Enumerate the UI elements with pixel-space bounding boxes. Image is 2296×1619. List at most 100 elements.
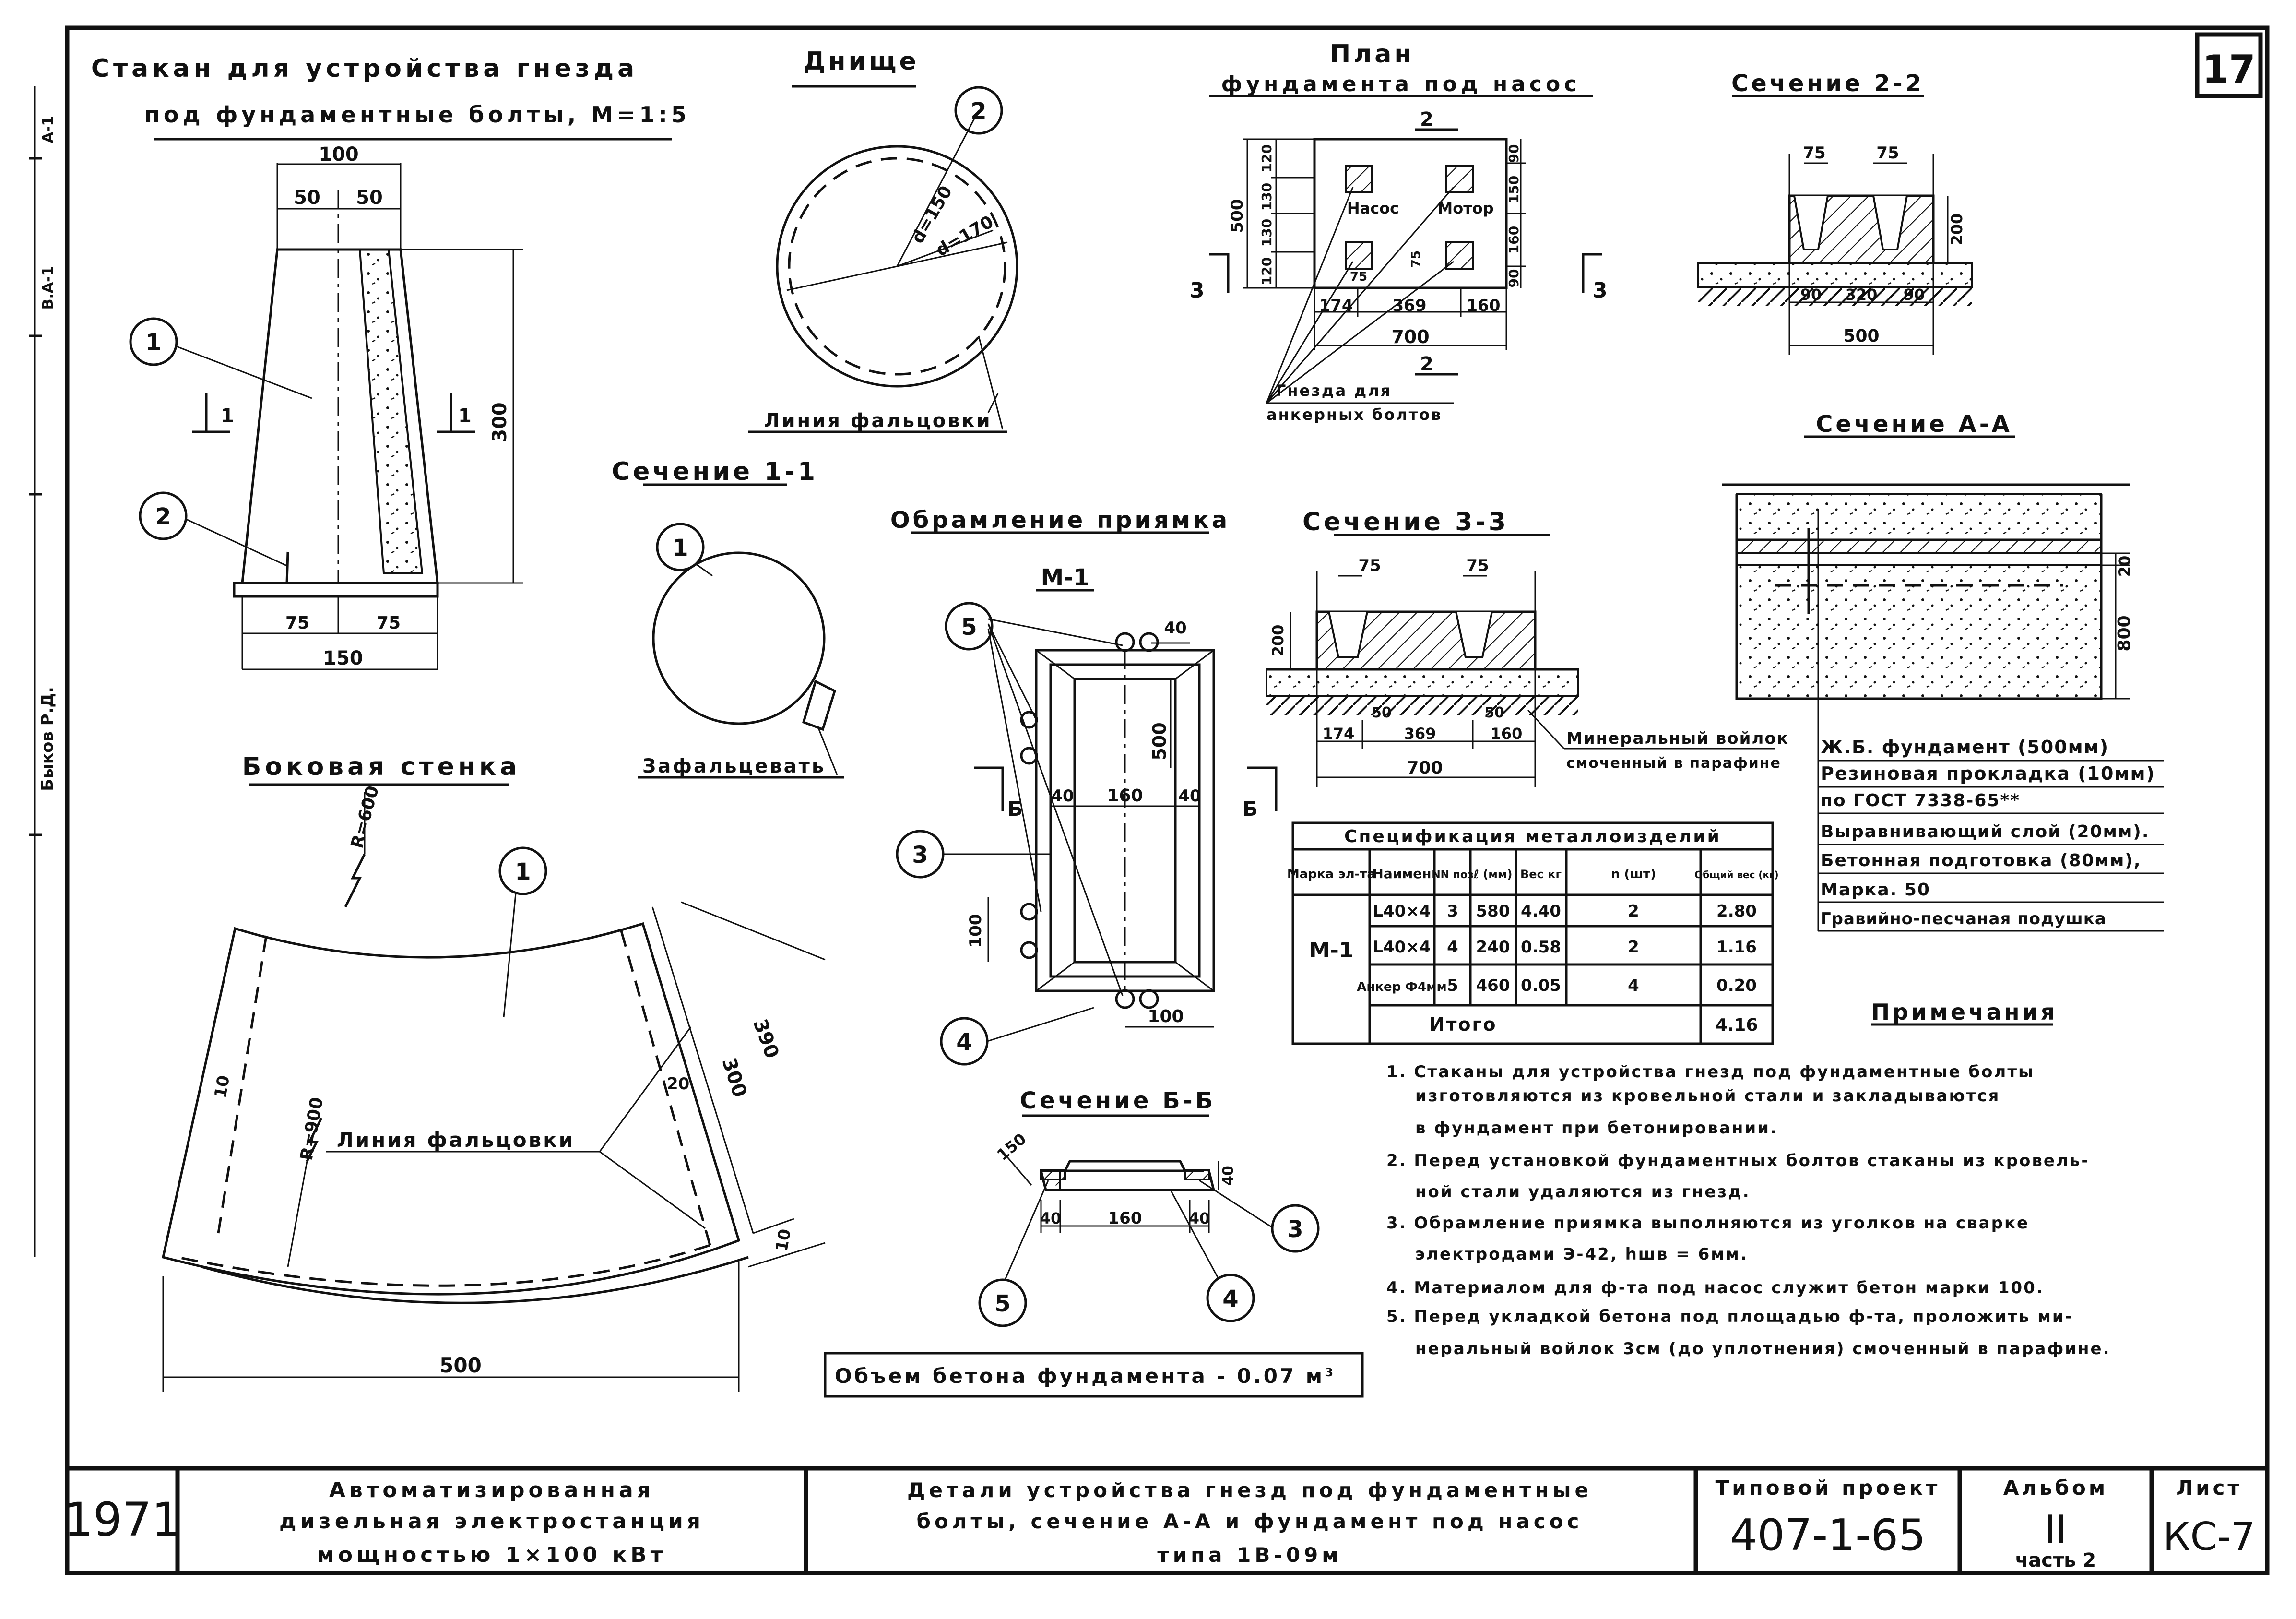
plan-title-1: План: [1330, 40, 1415, 69]
title-album-part: часть 2: [2015, 1549, 2096, 1571]
margin-label-1: А-1: [40, 116, 57, 143]
section-b-b-drawing: [978, 1114, 1320, 1327]
spec-header-mark: Марка эл-та: [1287, 867, 1375, 881]
cup-callout-1: 1: [145, 329, 161, 356]
side-wall-dim-500: 500: [439, 1354, 482, 1377]
spec-row-3-pos: 5: [1447, 976, 1458, 995]
title-typical-label: Типовой проект: [1716, 1476, 1941, 1500]
side-wall-dim-390: 390: [749, 1016, 783, 1061]
title-project-3: мощностью 1×100 кВт: [317, 1543, 667, 1567]
plan-left-dim-3: 130: [1259, 219, 1275, 247]
section-2-2-top-b: 75: [1876, 143, 1899, 163]
cup-dim-half-b: 50: [356, 187, 383, 209]
plan-sockets-2: анкерных болтов: [1266, 405, 1442, 424]
frame-callout-5: 5: [961, 614, 977, 641]
cup-dim-half-a: 50: [294, 187, 320, 209]
section-3-3-felt-1: Минеральный войлок: [1566, 729, 1789, 748]
section-3-3-top-b: 75: [1466, 556, 1489, 575]
plan-right-dim-4: 90: [1506, 269, 1522, 288]
plan-inner-a: 75: [1350, 270, 1367, 284]
plan-pump: Насос: [1347, 199, 1399, 217]
side-wall-dim-10: 10: [772, 1227, 795, 1253]
plan-left-dim-1: 120: [1259, 144, 1275, 172]
plan-section-2-bottom: 2: [1420, 353, 1433, 375]
plan-right-dim-2: 150: [1506, 176, 1522, 203]
frame-section-b-right: Б: [1243, 797, 1258, 821]
sheet-number: 17: [2202, 47, 2255, 92]
cup-callout-2: 2: [155, 503, 171, 530]
section-2-2-drawing: [1697, 95, 1973, 355]
spec-row-1-pos: 3: [1447, 902, 1458, 921]
section-1-1-callout: 1: [672, 535, 688, 561]
title-album-label: Альбом: [2003, 1476, 2108, 1500]
cup-dim-top: 100: [319, 143, 359, 166]
plan-dim-total: 700: [1391, 326, 1429, 347]
section-b-b-dim-40-r: 40: [1189, 1209, 1210, 1227]
section-3-3-title: Сечение 3-3: [1302, 508, 1509, 536]
sheet-frame: [65, 25, 2270, 1575]
spec-header-weight: Вес кг: [1520, 868, 1562, 881]
title-desc-2: болты, сечение А-А и фундамент под насос: [917, 1510, 1583, 1533]
section-1-1-drawing: [638, 483, 844, 779]
frame-dim-40-r: 40: [1178, 786, 1201, 806]
cup-section-mark-left: 1: [221, 405, 234, 427]
frame-callout-3: 3: [912, 842, 928, 869]
spec-row-1-name: L40×4: [1373, 902, 1431, 921]
spec-row-2-weight: 0.58: [1521, 938, 1561, 957]
frame-dim-100-l: 100: [966, 914, 985, 948]
section-3-3-felt-2: смоченный в парафине: [1566, 755, 1781, 772]
plan-motor: Мотор: [1437, 199, 1493, 217]
frame-dim-40-l: 40: [1051, 786, 1074, 806]
bottom-title: Днище: [803, 47, 919, 76]
title-project-2: дизельная электростанция: [279, 1509, 704, 1534]
plan-section-3-left: 3: [1190, 278, 1205, 303]
side-wall-dim-300: 300: [717, 1055, 751, 1100]
margin-label-3: Быков Р.Д.: [38, 687, 57, 791]
note-line-10: неральный войлок 3см (до уплотнения) смо…: [1415, 1339, 2111, 1358]
section-b-b-callout-3: 3: [1287, 1216, 1303, 1243]
side-wall-dim-left: 10: [211, 1074, 234, 1100]
note-line-8: 4. Материалом для ф-та под насос служит …: [1386, 1278, 2044, 1298]
spec-row-2-pos: 4: [1447, 938, 1458, 957]
plan-bottom-dim-2: 369: [1393, 296, 1427, 315]
section-3-3-total: 700: [1407, 758, 1443, 778]
section-b-b-dim-150: 150: [994, 1130, 1030, 1164]
plan-left-dim-4: 120: [1259, 257, 1275, 285]
note-line-1: 1. Стаканы для устройства гнезд под фунд…: [1386, 1062, 2035, 1082]
section-a-a-title: Сечение А-А: [1816, 411, 2012, 438]
spec-total-label: Итого: [1430, 1014, 1497, 1035]
title-desc-1: Детали устройства гнезд под фундаментные: [907, 1478, 1592, 1502]
side-wall-radius-inner: R=900: [296, 1095, 327, 1162]
cup-dim-base-b: 75: [377, 613, 401, 633]
plan-left-dim-2: 130: [1259, 183, 1275, 211]
title-album-value: II: [2044, 1507, 2067, 1552]
concrete-volume-box: [824, 1352, 1364, 1398]
section-3-3-inner-b: 50: [1484, 704, 1504, 721]
cup-title-1: Стакан для устройства гнезда: [91, 54, 638, 83]
spec-row-2-count: 2: [1628, 938, 1639, 957]
spec-header-name: Наимен: [1372, 866, 1431, 881]
note-line-9: 5. Перед укладкой бетона под площадью ф-…: [1386, 1307, 2073, 1326]
frame-title: Обрамление приямка: [890, 507, 1230, 534]
section-3-3-inner-a: 50: [1372, 704, 1392, 721]
cup-title-2: под фундаментные болты, М=1:5: [144, 102, 690, 128]
note-line-4: 2. Перед установкой фундаментных болтов …: [1386, 1151, 2089, 1170]
title-typical-value: 407-1-65: [1730, 1510, 1926, 1560]
concrete-volume: Объем бетона фундамента - 0.07 м³: [835, 1364, 1336, 1388]
spec-row-1-length: 580: [1476, 902, 1510, 921]
side-wall-radius-outer: R=600: [347, 784, 383, 850]
plan-drawing: [1209, 95, 1602, 404]
spec-mark: М-1: [1309, 938, 1354, 963]
note-line-3: в фундамент при бетонировании.: [1415, 1119, 1778, 1138]
spec-title: Спецификация металлоизделий: [1344, 827, 1721, 846]
bottom-d-outer: d=170: [933, 212, 997, 261]
spec-header-total-weight: Общий вес (кг): [1694, 869, 1778, 881]
notes-title: Примечания: [1871, 999, 2058, 1025]
bottom-fold-line: Линия фальцовки: [764, 410, 992, 432]
left-margin: [29, 86, 42, 1257]
spec-row-1-count: 2: [1628, 902, 1639, 921]
spec-row-3-weight: 0.05: [1521, 976, 1561, 995]
note-line-2: изготовляются из кровельной стали и закл…: [1415, 1086, 2000, 1106]
margin-label-2: В.А-1: [40, 266, 57, 310]
spec-total-value: 4.16: [1716, 1015, 1758, 1035]
